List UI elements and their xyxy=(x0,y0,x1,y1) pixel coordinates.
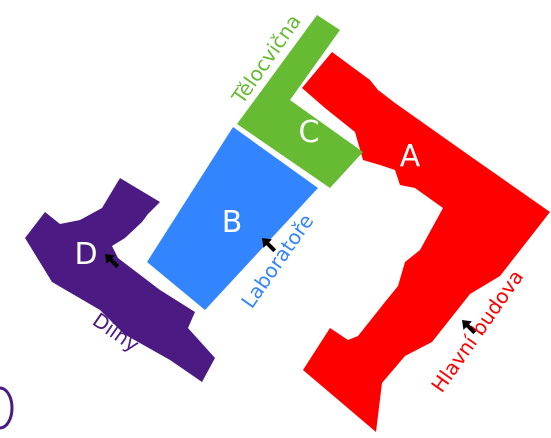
building-b-letter: B xyxy=(222,205,243,240)
entrance-arrow-icon-a xyxy=(462,320,477,335)
building-d-letter: D xyxy=(74,237,97,272)
building-c-shape[interactable] xyxy=(237,15,363,188)
building-a-shape[interactable] xyxy=(302,52,550,432)
building-a-letter: A xyxy=(400,139,421,174)
entrance-arrow-icon-b xyxy=(262,238,277,253)
edge-circle-fragment xyxy=(0,386,14,430)
building-b-shape[interactable] xyxy=(147,127,318,310)
building-c-letter: C xyxy=(299,115,320,150)
entrance-arrow-icon-d xyxy=(105,254,120,269)
building-d-shape[interactable] xyxy=(25,178,215,382)
